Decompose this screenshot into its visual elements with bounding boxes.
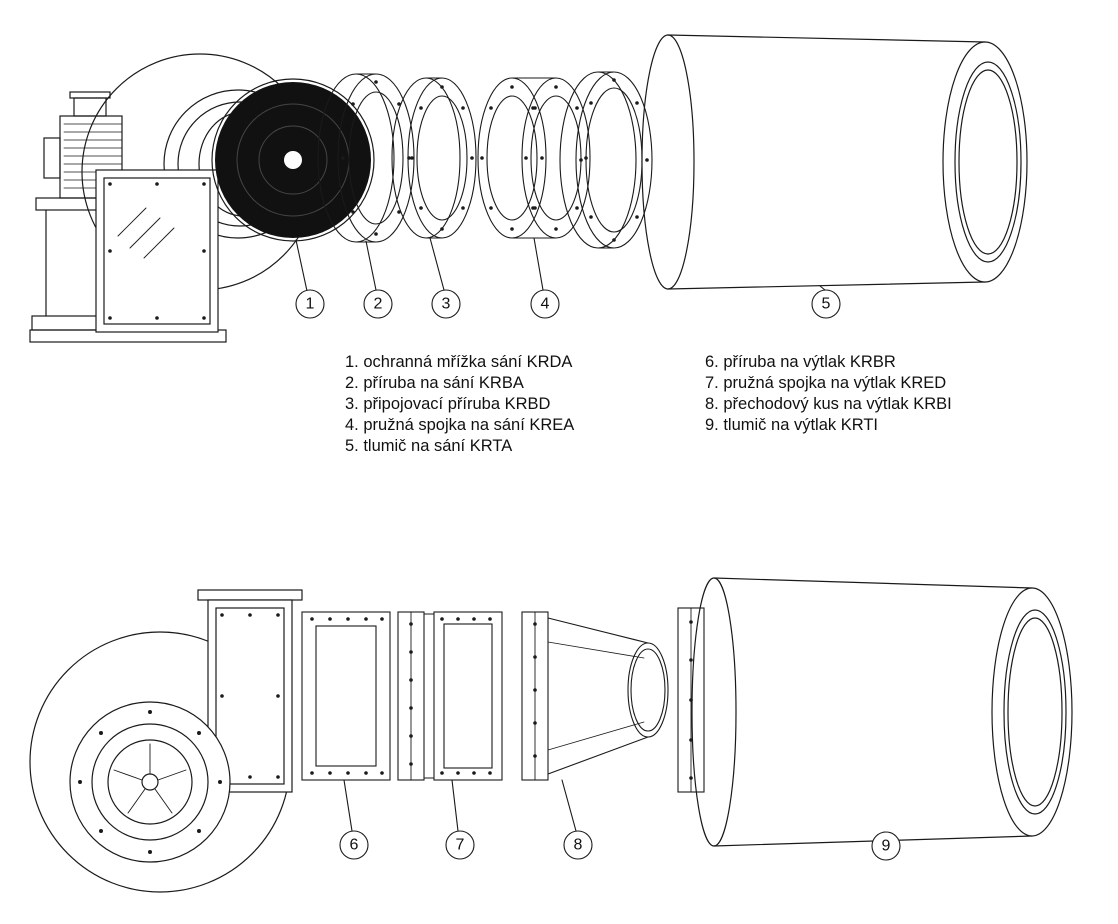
flange-bolt-holes [410, 85, 474, 231]
callout-number: 6 [350, 837, 359, 854]
flange-bolt-holes [409, 617, 492, 775]
callout-leader-line [343, 779, 353, 832]
callout-circle [530, 289, 560, 319]
fan-front-view-drawing [29, 589, 303, 893]
flexible-discharge-connector-drawing [397, 611, 503, 781]
callout-6: 6 [339, 779, 369, 860]
legend-item-6: 6. příruba na výtlak KRBR [705, 353, 896, 371]
bottom-callouts: 6 7 8 9 [339, 779, 901, 861]
callout-leader-line [451, 779, 459, 832]
callout-leader-line [429, 237, 445, 291]
legend-intake-accessories: 1. ochranná mřížka sání KRDA 2. příruba … [345, 352, 574, 457]
flange-bolt-holes [480, 85, 588, 231]
silencer-inlet-flange-drawing [559, 71, 653, 249]
discharge-flange-drawing [301, 611, 391, 781]
callout-circle [811, 289, 841, 319]
legend-item-3: 3. připojovací příruba KRBD [345, 395, 551, 413]
callout-number: 8 [574, 837, 583, 854]
top-callouts: 1 2 3 4 [295, 237, 841, 319]
discharge-transition-drawing [521, 611, 669, 781]
legend-item-9: 9. tlumič na výtlak KRTI [705, 416, 879, 434]
flexible-intake-connector-drawing [477, 77, 591, 239]
callout-8: 8 [561, 779, 593, 860]
flange-bolt-holes [310, 617, 384, 775]
callout-number: 1 [306, 296, 315, 313]
legend-item-1: 1. ochranná mřížka sání KRDA [345, 353, 573, 371]
callout-leader-line [561, 779, 577, 832]
panel-bolt-holes [108, 182, 206, 320]
callout-circle [339, 830, 369, 860]
callout-circle [431, 289, 461, 319]
bottom-row-exploded-view: 6 7 8 9 [29, 577, 1073, 893]
callout-2: 2 [363, 240, 393, 319]
flange-bolt-holes [341, 80, 411, 236]
callout-number: 9 [882, 838, 891, 855]
callout-circle [363, 289, 393, 319]
callout-5: 5 [811, 285, 841, 319]
intake-grille-drawing [211, 78, 375, 242]
callout-4: 4 [530, 237, 560, 319]
callout-leader-line [365, 240, 377, 291]
callout-leader-line [819, 285, 826, 291]
callout-leader-line [533, 237, 544, 291]
callout-number: 7 [456, 837, 465, 854]
legend-item-5: 5. tlumič na sání KRTA [345, 437, 513, 455]
top-row-exploded-view: 1 2 3 4 [29, 34, 1028, 343]
callout-7: 7 [445, 779, 475, 860]
callout-1: 1 [295, 239, 325, 319]
callout-3: 3 [429, 237, 461, 319]
intake-flange-drawing [317, 73, 415, 243]
connecting-flange-drawing [391, 77, 477, 239]
callout-circle [295, 289, 325, 319]
inlet-bolt-holes [78, 710, 222, 854]
callout-number: 5 [822, 296, 831, 313]
flange-bolt-holes [533, 622, 537, 758]
callout-number: 4 [541, 296, 550, 313]
callout-number: 3 [442, 296, 451, 313]
callout-leader-line [295, 239, 308, 292]
callout-circle [871, 831, 901, 861]
callout-circle [563, 830, 593, 860]
discharge-silencer-drawing [677, 577, 1073, 847]
legend-item-8: 8. přechodový kus na výtlak KRBI [705, 395, 952, 413]
callout-9: 9 [871, 831, 901, 861]
callout-circle [445, 830, 475, 860]
legend-item-2: 2. příruba na sání KRBA [345, 374, 524, 392]
legend-discharge-accessories: 6. příruba na výtlak KRBR 7. pružná spoj… [705, 352, 952, 436]
intake-silencer-drawing [641, 34, 1028, 290]
callout-number: 2 [374, 296, 383, 313]
legend-item-4: 4. pružná spojka na sání KREA [345, 416, 575, 434]
flange-bolt-holes [579, 78, 649, 242]
legend-item-7: 7. pružná spojka na výtlak KRED [705, 374, 947, 392]
